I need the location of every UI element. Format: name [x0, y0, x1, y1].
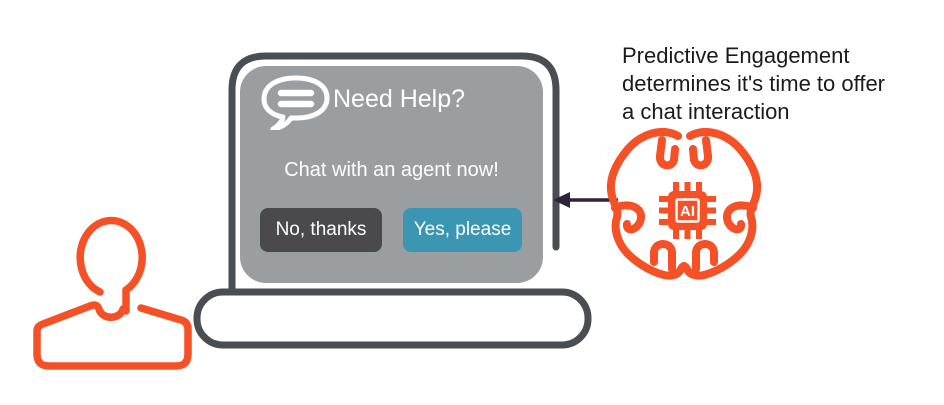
caption-line: a chat interaction [622, 99, 790, 124]
brain-fold-top-left [656, 136, 679, 170]
brain-outline-left [606, 128, 688, 280]
brain-fold-top-right [689, 136, 712, 170]
ai-chip-icon: AI [659, 182, 716, 239]
laptop-base [193, 288, 592, 349]
decline-button[interactable]: No, thanks [260, 208, 382, 252]
brain-fold-bottom-right [692, 240, 718, 273]
chat-widget-title: Need Help? [333, 85, 466, 113]
brain-outline-right [680, 128, 762, 280]
chat-prompt-text: Chat with an agent now! [284, 159, 499, 181]
ai-chip-label: AI [680, 203, 695, 220]
accept-button[interactable]: Yes, please [403, 208, 522, 252]
chat-widget: Need Help? Chat with an agent now! No, t… [240, 66, 543, 283]
user-head [76, 216, 146, 315]
caption-line: Predictive Engagement [622, 43, 850, 68]
brain-fold-bottom-left [650, 240, 676, 273]
brain-ai-icon: AI [606, 128, 762, 280]
brain-fold-right [723, 201, 757, 234]
brain-fold-left [611, 201, 645, 234]
caption-text: Predictive Engagement determines it's ti… [622, 42, 885, 126]
caption-line: determines it's time to offer [622, 71, 886, 96]
user-icon [33, 216, 192, 370]
laptop-screen-frame [228, 52, 560, 296]
user-body [33, 301, 192, 370]
chat-bubble-icon [261, 75, 330, 130]
laptop-icon [193, 52, 592, 349]
